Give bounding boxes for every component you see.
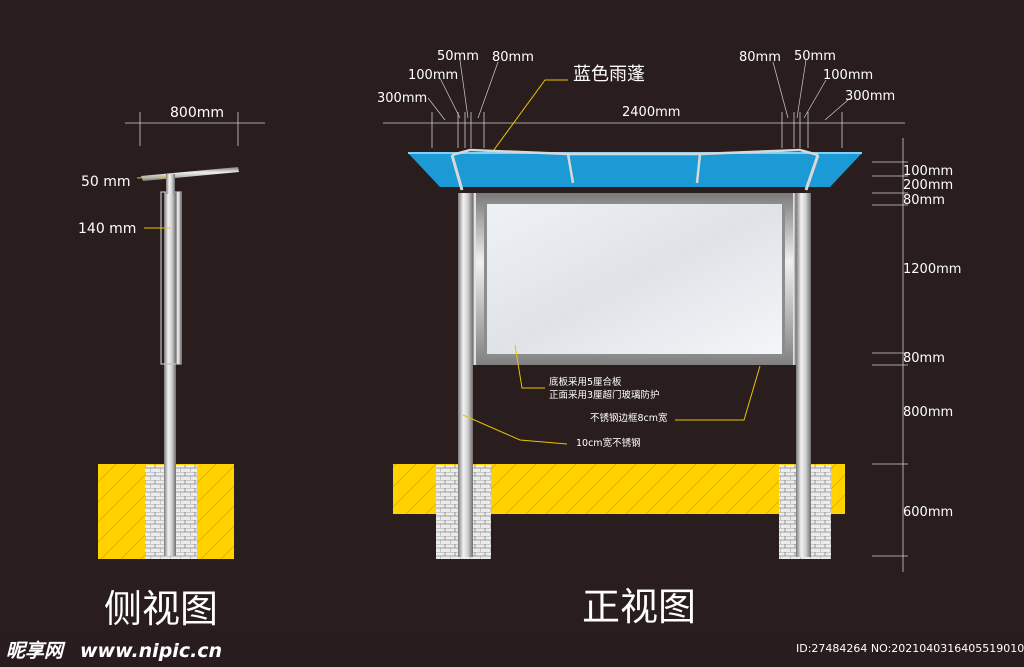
- canopy-label: 蓝色雨蓬: [573, 64, 645, 85]
- note-board-2: 正面采用3厘超门玻璃防护: [549, 389, 660, 401]
- dim-v-100: 100mm: [903, 164, 953, 179]
- dim-v-80a: 80mm: [903, 193, 945, 208]
- side-view-title: 侧视图: [104, 587, 218, 631]
- dim-left-50: 50mm: [437, 49, 479, 64]
- side-canopy-label: 50 mm: [81, 174, 131, 190]
- blue-canopy: [408, 153, 862, 187]
- dim-right-80: 80mm: [739, 50, 781, 65]
- dim-left-80: 80mm: [492, 50, 534, 65]
- side-view: 800mm 50 mm 140 mm 侧视图: [78, 105, 265, 631]
- front-view: 300mm 100mm 50mm 80mm 80mm 50mm 100mm 30…: [377, 49, 961, 629]
- side-post: [164, 192, 176, 556]
- side-post-label: 140 mm: [78, 221, 136, 237]
- side-canopy: [141, 167, 239, 181]
- note-post: 10cm宽不锈钢: [576, 437, 641, 449]
- watermark-site: www.nipic.cn: [80, 640, 222, 662]
- dim-left-300: 300mm: [377, 91, 427, 106]
- post-left: [458, 193, 473, 557]
- dim-v-200: 200mm: [903, 178, 953, 193]
- post-right: [796, 193, 811, 557]
- watermark: 昵享网 www.nipic.cn ID:27484264 NO:20210403…: [0, 630, 1024, 667]
- note-board-1: 底板采用5厘合板: [549, 376, 622, 388]
- side-width-label: 800mm: [170, 105, 224, 121]
- dim-right-100: 100mm: [823, 68, 873, 83]
- notice-board: [487, 204, 782, 354]
- watermark-brand: 昵享网: [6, 640, 66, 662]
- dim-v-800: 800mm: [903, 405, 953, 420]
- watermark-id: ID:27484264 NO:20210403164055190101: [796, 642, 1024, 655]
- dim-right-300: 300mm: [845, 89, 895, 104]
- dim-v-80b: 80mm: [903, 351, 945, 366]
- dim-v-600: 600mm: [903, 505, 953, 520]
- dim-right-50: 50mm: [794, 49, 836, 64]
- front-view-title: 正视图: [582, 585, 696, 629]
- dim-total-width: 2400mm: [622, 105, 680, 120]
- note-frame: 不锈钢边框8cm宽: [590, 412, 668, 424]
- dim-left-100: 100mm: [408, 68, 458, 83]
- dim-v-1200: 1200mm: [903, 262, 961, 277]
